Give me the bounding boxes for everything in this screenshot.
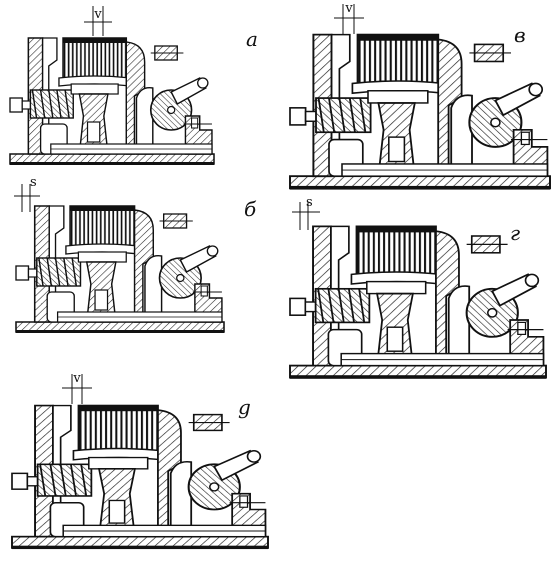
clearance-marker-d — [62, 374, 92, 404]
panel-label-a: а — [246, 27, 258, 51]
clearance-marker-a — [84, 6, 112, 36]
panel-a: v а — [9, 6, 258, 166]
gap-label-g: s — [306, 195, 313, 210]
gap-label-v: v — [344, 1, 353, 16]
clearance-marker-v — [334, 4, 364, 34]
clearance-marker-g — [292, 202, 320, 230]
panel-g: s г — [288, 195, 548, 380]
gap-label-b: s — [30, 175, 37, 190]
panel-label-d: g — [238, 395, 251, 419]
panel-label-g: г — [510, 221, 520, 245]
gap-label-d: v — [72, 371, 81, 386]
gap-label-a: v — [93, 7, 102, 22]
panel-v: v в — [288, 1, 552, 191]
panel-label-b: б — [244, 197, 257, 221]
panel-label-v: в — [514, 23, 526, 47]
clearance-marker-b — [14, 184, 40, 212]
panel-d: v g — [10, 371, 270, 551]
panel-b: s б — [14, 175, 257, 334]
